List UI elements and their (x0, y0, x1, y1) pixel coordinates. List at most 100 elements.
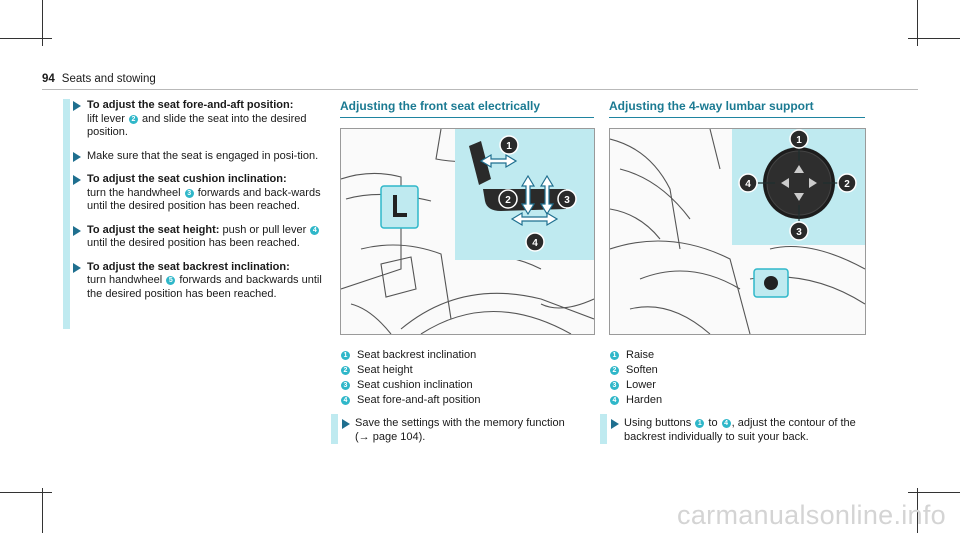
legend-row: 2 Seat height (340, 363, 481, 378)
lumbar-figure: 1 2 3 4 (609, 128, 866, 335)
figure-callout-3 (789, 221, 809, 241)
legend-row: 4 Seat fore-and-aft position (340, 393, 481, 408)
note-text: Using buttons (624, 417, 695, 429)
memory-note: Save the settings with the memory functi… (342, 417, 605, 444)
legend-text: Seat fore-and-aft position (357, 394, 481, 406)
legend-text: Seat height (357, 364, 413, 376)
header-divider (42, 89, 918, 90)
note-stripe (600, 414, 607, 444)
instruction-stripe (63, 99, 70, 329)
note-text: Save the settings with the memory functi… (355, 417, 565, 429)
seat-switch-icon (393, 195, 407, 217)
page-reference-link[interactable]: (→ page 104). (355, 430, 426, 443)
middle-column: Adjusting the front seat electrically (340, 99, 594, 118)
crop-mark (917, 0, 918, 46)
text: until the desired position has been reac… (87, 237, 300, 249)
arrow-icon (611, 419, 619, 429)
arrow-icon (73, 101, 81, 111)
page-number: 94 (42, 73, 55, 85)
figure-callout-label: 2 (844, 179, 850, 190)
section-title: Adjusting the front seat electrically (340, 99, 594, 118)
text: turn handwheel (87, 274, 166, 286)
figure-callout-label: 4 (532, 238, 538, 249)
backrest-switch (469, 141, 491, 185)
callout-badge: 4 (610, 396, 619, 405)
text: push or pull lever (219, 223, 310, 236)
instruction-item: To adjust the seat backrest inclination:… (73, 260, 332, 302)
arrow-icon (73, 175, 81, 185)
instruction-title: To adjust the seat backrest inclination: (87, 260, 290, 273)
note-text: , adjust the contour of the backrest ind… (624, 417, 856, 443)
lumbar-note: Using buttons 1 to 4, adjust the contour… (611, 417, 879, 444)
crop-mark (42, 488, 43, 533)
text: forwards and backwards until the desired… (87, 274, 322, 300)
left-column: To adjust the seat fore-and-aft position… (73, 99, 332, 311)
instruction-item: To adjust the seat height: push or pull … (73, 223, 332, 251)
callout-badge: 2 (341, 366, 350, 375)
figure-callout-3 (557, 189, 577, 209)
crop-mark (0, 492, 52, 493)
note-stripe (331, 414, 338, 444)
legend-text: Lower (626, 379, 656, 391)
height-arrow (520, 174, 536, 216)
right-column: Adjusting the 4-way lumbar support (609, 99, 865, 118)
callout-badge: 3 (184, 188, 194, 198)
seat-side-illustration: 1 2 3 4 (610, 129, 865, 334)
callout-badge: 3 (341, 381, 350, 390)
legend-row: 3 Seat cushion inclination (340, 378, 481, 393)
arrow-icon (342, 419, 350, 429)
callout-badge: 1 (341, 351, 350, 360)
figure-callout-label: 2 (505, 195, 511, 206)
figure-callout-1 (499, 135, 519, 155)
watermark: carmanualsonline.info (677, 500, 946, 530)
seat-switch-highlight (380, 185, 419, 229)
figure-callout-2 (837, 173, 857, 193)
text: forwards and back-wards until the desire… (87, 186, 321, 213)
legend-text: Seat backrest inclination (357, 349, 477, 361)
figure-callout-label: 3 (796, 227, 802, 238)
legend-text: Harden (626, 394, 663, 406)
text: lift lever (87, 112, 128, 125)
legend-text: Soften (626, 364, 658, 376)
section-title: Adjusting the 4-way lumbar support (609, 99, 865, 118)
text: and slide the seat into the desired posi… (87, 112, 307, 139)
figure-callout-label: 4 (745, 179, 751, 190)
cushion-arrow (539, 174, 555, 216)
raise-arrow-icon (794, 165, 804, 173)
figure-callout-label: 3 (564, 195, 570, 206)
figure-callout-label: 1 (506, 141, 512, 152)
legend-text: Raise (626, 349, 655, 361)
legend-text: Seat cushion inclination (357, 379, 473, 391)
seat-adjust-figure: 1 2 3 4 (340, 128, 595, 335)
figure-callout-4 (525, 232, 545, 252)
callout-badge: 2 (128, 114, 138, 124)
instruction-title: To adjust the seat fore-and-aft position… (87, 99, 294, 111)
figure-callout-1 (789, 129, 809, 149)
text: Make sure that the seat is engaged in po… (87, 149, 319, 162)
page-header: 94 Seats and stowing (42, 73, 156, 85)
legend-row: 4 Harden (609, 393, 662, 408)
fore-aft-lower-arrow (510, 211, 559, 227)
legend-row: 1 Raise (609, 348, 662, 363)
figure-callout-2 (498, 189, 518, 209)
callout-badge: 4 (310, 225, 320, 235)
harden-arrow-icon (781, 178, 789, 188)
instruction-title: To adjust the seat height: (87, 223, 220, 236)
note-text: to (705, 417, 721, 429)
callout-badge: 1 (610, 351, 619, 360)
lower-arrow-icon (794, 193, 804, 201)
instruction-item: To adjust the seat fore-and-aft position… (73, 99, 332, 140)
crop-mark (0, 38, 52, 39)
arrow-icon (73, 151, 81, 162)
figure-callout-label: 1 (796, 135, 802, 146)
arrow-icon (73, 262, 81, 273)
callout-badge: 4 (341, 396, 350, 405)
callout-badge: 5 (166, 276, 176, 285)
callout-badge: 1 (695, 419, 705, 428)
figure-callout-4 (738, 173, 758, 193)
crop-mark (917, 488, 918, 533)
crop-mark (42, 0, 43, 46)
instruction-item: To adjust the seat cushion inclination: … (73, 173, 332, 214)
